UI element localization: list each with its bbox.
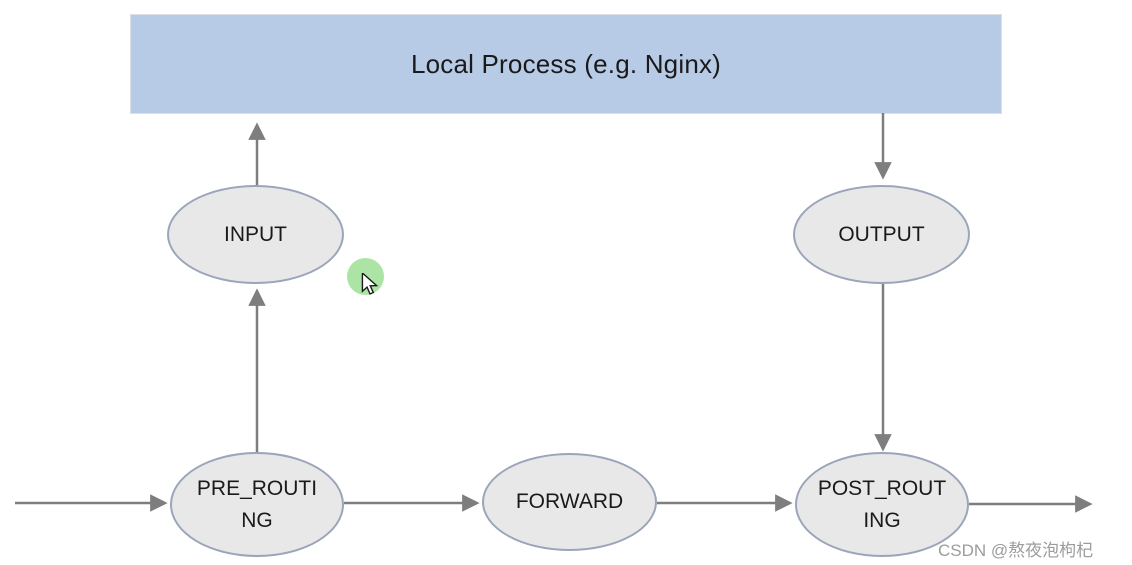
node-pre-routing: PRE_ROUTI NG: [170, 452, 344, 557]
node-post-routing-label: POST_ROUT ING: [817, 476, 947, 532]
local-process-box: Local Process (e.g. Nginx): [130, 14, 1002, 114]
mouse-cursor-icon: [361, 273, 379, 295]
node-post-routing: POST_ROUT ING: [795, 452, 969, 557]
node-input: INPUT: [167, 185, 344, 284]
node-forward: FORWARD: [482, 453, 657, 551]
csdn-watermark: CSDN @熬夜泡枸杞: [938, 541, 1094, 560]
node-input-label: INPUT: [224, 222, 287, 246]
node-output-label: OUTPUT: [838, 222, 925, 246]
node-pre-routing-label: PRE_ROUTI NG: [196, 476, 318, 532]
local-process-label: Local Process (e.g. Nginx): [410, 48, 722, 79]
node-forward-label: FORWARD: [515, 490, 624, 513]
node-output: OUTPUT: [793, 185, 970, 284]
